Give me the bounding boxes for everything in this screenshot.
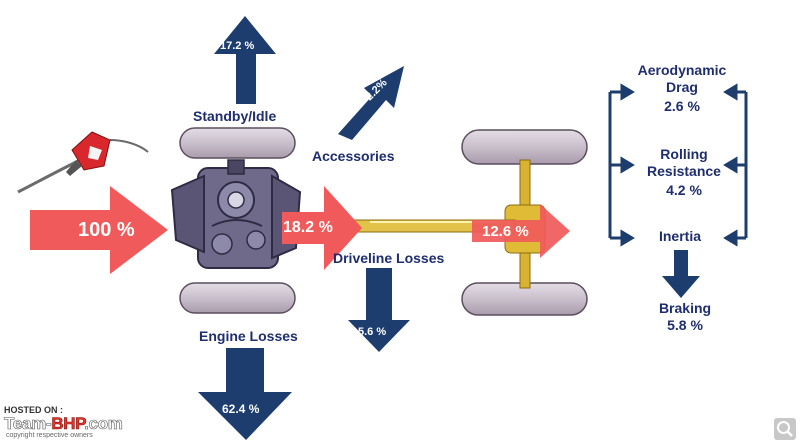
braking-value: 5.8 %	[667, 317, 703, 333]
aero-line2: Drag	[666, 79, 698, 95]
aero-value: 2.6 %	[664, 98, 700, 114]
tire-front-top	[179, 127, 296, 159]
braking-arrow	[662, 250, 700, 298]
braking-label: Braking 5.8 %	[640, 300, 730, 334]
rolling-line1: Rolling	[660, 146, 708, 162]
driveline-arrow	[348, 268, 410, 352]
engine-losses-value: 62.4 %	[222, 402, 260, 416]
right-bracket	[723, 83, 748, 247]
zoom-icon[interactable]	[774, 418, 796, 440]
tire-rear-top	[461, 129, 588, 165]
rolling-resistance-label: Rolling Resistance 4.2 %	[627, 146, 741, 199]
engine-losses-label: Engine Losses	[199, 328, 298, 344]
engine-losses-arrow	[198, 348, 292, 440]
braking-text: Braking	[658, 300, 712, 316]
standby-label: Standby/Idle	[193, 108, 277, 124]
left-bracket	[608, 83, 635, 247]
watermark-brand: Team-BHP.com	[4, 414, 124, 434]
fuel-nozzle-icon	[17, 131, 149, 194]
aero-line1: Aerodynamic	[637, 62, 727, 78]
accessories-arrow	[338, 66, 404, 140]
input-arrow-value: 100 %	[78, 219, 135, 241]
rolling-value: 4.2 %	[666, 182, 702, 198]
aero-drag-label: Aerodynamic Drag 2.6 %	[622, 62, 742, 115]
watermark-brand-c: .com	[84, 414, 123, 434]
engine-icon	[170, 159, 302, 269]
watermark-copyright: copyright respective owners	[6, 432, 93, 439]
rolling-line2: Resistance	[647, 163, 721, 179]
watermark-brand-b: BHP	[51, 414, 85, 434]
tire-front-bottom	[179, 282, 296, 314]
watermark-brand-a: Team-	[4, 414, 52, 434]
watermark-hosted-on: HOSTED ON :	[4, 405, 64, 415]
inertia-label: Inertia	[658, 228, 701, 244]
standby-value: 17.2 %	[220, 40, 255, 52]
driveline-value: 5.6 %	[358, 326, 387, 338]
input-arrow	[30, 186, 168, 274]
wheel-arrow-value: 12.6 %	[482, 223, 529, 240]
standby-arrow	[214, 16, 276, 104]
wheel-arrow	[472, 204, 570, 258]
engine-output-value: 18.2 %	[283, 219, 333, 236]
accessories-label: Accessories	[312, 148, 395, 164]
engine-output-arrow	[282, 186, 362, 270]
driveline-losses-label: Driveline Losses	[333, 250, 445, 266]
